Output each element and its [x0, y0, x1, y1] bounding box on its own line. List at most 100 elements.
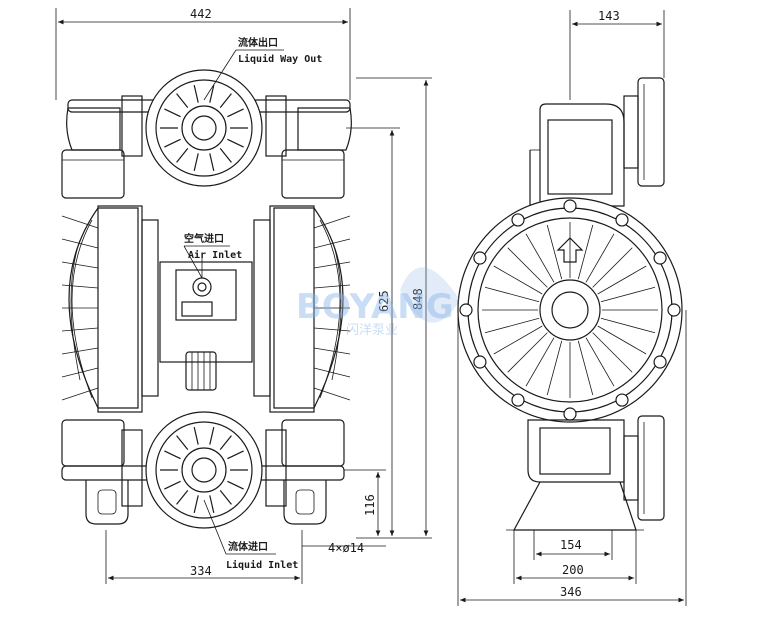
- chamber-rib: [61, 387, 99, 401]
- body-bolt: [459, 303, 473, 317]
- left-chamber: [61, 205, 159, 413]
- flange-slot: [164, 108, 181, 118]
- body-spoke: [525, 337, 555, 387]
- flange-slot: [227, 480, 244, 490]
- chamber-rib: [313, 238, 351, 249]
- flange-slot: [227, 108, 244, 118]
- body-bolt: [653, 355, 667, 369]
- body-bolt: [511, 393, 525, 407]
- dim-height-inner: 625: [377, 290, 391, 312]
- air-valve-block: [159, 258, 253, 391]
- flange-slot: [209, 84, 215, 103]
- body-spoke: [493, 325, 543, 355]
- chamber-rib: [61, 284, 99, 289]
- side-dimensions: 143 154 200 346: [457, 9, 687, 606]
- side-view: [457, 77, 683, 531]
- flange-slot: [219, 147, 232, 163]
- outlet-flange: [145, 69, 263, 187]
- body-spoke: [600, 286, 656, 303]
- dim-side-top: 143: [598, 9, 620, 23]
- flange-slot: [176, 435, 189, 451]
- chamber-rib: [313, 215, 351, 229]
- body-spoke: [592, 332, 633, 373]
- air-inlet-label-cn: 空气进口: [184, 232, 224, 245]
- body-bolt: [667, 303, 681, 317]
- chamber-rib: [61, 215, 99, 229]
- body-spoke: [484, 317, 540, 334]
- chamber-rib: [313, 367, 351, 378]
- body-spoke: [597, 265, 647, 295]
- flange-slot: [193, 84, 199, 103]
- chamber-rib: [61, 327, 99, 332]
- body-spoke: [597, 325, 647, 355]
- front-dimensions: 442 848 625 116 4×ø14 334: [55, 7, 432, 584]
- chamber-rib: [313, 284, 351, 289]
- flange-slot: [219, 435, 232, 451]
- flange-slot: [164, 480, 181, 490]
- outlet-label-en: Liquid Way Out: [238, 53, 322, 65]
- dim-bottom-width: 334: [190, 564, 212, 578]
- chamber-rib: [313, 261, 351, 269]
- flange-slot: [209, 495, 215, 514]
- dim-base-outer: 200: [562, 563, 584, 577]
- chamber-rib: [313, 387, 351, 401]
- flange-slot: [209, 426, 215, 445]
- air-inlet-label-en: Air Inlet: [188, 249, 242, 261]
- dim-height-total: 848: [411, 288, 425, 310]
- outlet-label-cn: 流体出口: [238, 36, 278, 49]
- chamber-rib: [61, 261, 99, 269]
- body-bolt: [473, 251, 487, 265]
- flange-slot: [227, 450, 244, 460]
- dim-height-bottom: 116: [363, 494, 377, 516]
- flange-slot: [176, 93, 189, 109]
- body-spoke: [484, 286, 540, 303]
- body-spoke: [577, 340, 594, 396]
- body-bolt: [653, 251, 667, 265]
- body-spoke: [577, 224, 594, 280]
- flange-slot: [164, 450, 181, 460]
- chamber-rib: [313, 327, 351, 332]
- body-spoke: [507, 332, 548, 373]
- body-spoke: [546, 224, 563, 280]
- watermark-logo: BOYANG 闪洋泵业: [296, 267, 460, 338]
- body-bolt: [563, 199, 577, 213]
- body-spoke: [546, 340, 563, 396]
- chamber-rib: [61, 238, 99, 249]
- flange-slot: [209, 153, 215, 172]
- chamber-rib: [61, 367, 99, 378]
- dim-bolt-holes: 4×ø14: [328, 541, 364, 555]
- body-bolt: [563, 407, 577, 421]
- flange-slot: [193, 426, 199, 445]
- body-spoke: [493, 265, 543, 295]
- flange-slot: [193, 153, 199, 172]
- callouts: 流体出口 Liquid Way Out 空气进口 Air Inlet 流体进口 …: [183, 36, 322, 571]
- body-bolt: [473, 355, 487, 369]
- flange-slot: [219, 489, 232, 505]
- flange-slot: [176, 489, 189, 505]
- body-spoke: [585, 337, 615, 387]
- front-view: [61, 69, 352, 529]
- body-spoke: [592, 247, 633, 288]
- dim-side-width: 346: [560, 585, 582, 599]
- flange-slot: [176, 147, 189, 163]
- watermark-brand: BOYANG: [296, 287, 454, 327]
- body-bolt: [615, 393, 629, 407]
- body-spoke: [600, 317, 656, 334]
- inlet-label-en: Liquid Inlet: [226, 559, 298, 571]
- inlet-flange: [145, 411, 263, 529]
- watermark-tagline: 闪洋泵业: [346, 323, 398, 338]
- inlet-label-cn: 流体进口: [228, 540, 268, 553]
- chamber-rib: [313, 347, 351, 355]
- body-spoke: [585, 233, 615, 283]
- flange-slot: [219, 93, 232, 109]
- dim-top-width: 442: [190, 7, 212, 21]
- flange-slot: [193, 495, 199, 514]
- body-spoke: [525, 233, 555, 283]
- dim-base-inner: 154: [560, 538, 582, 552]
- body-spoke: [507, 247, 548, 288]
- body-bolt: [511, 213, 525, 227]
- flange-slot: [164, 138, 181, 148]
- flange-slot: [227, 138, 244, 148]
- chamber-rib: [61, 347, 99, 355]
